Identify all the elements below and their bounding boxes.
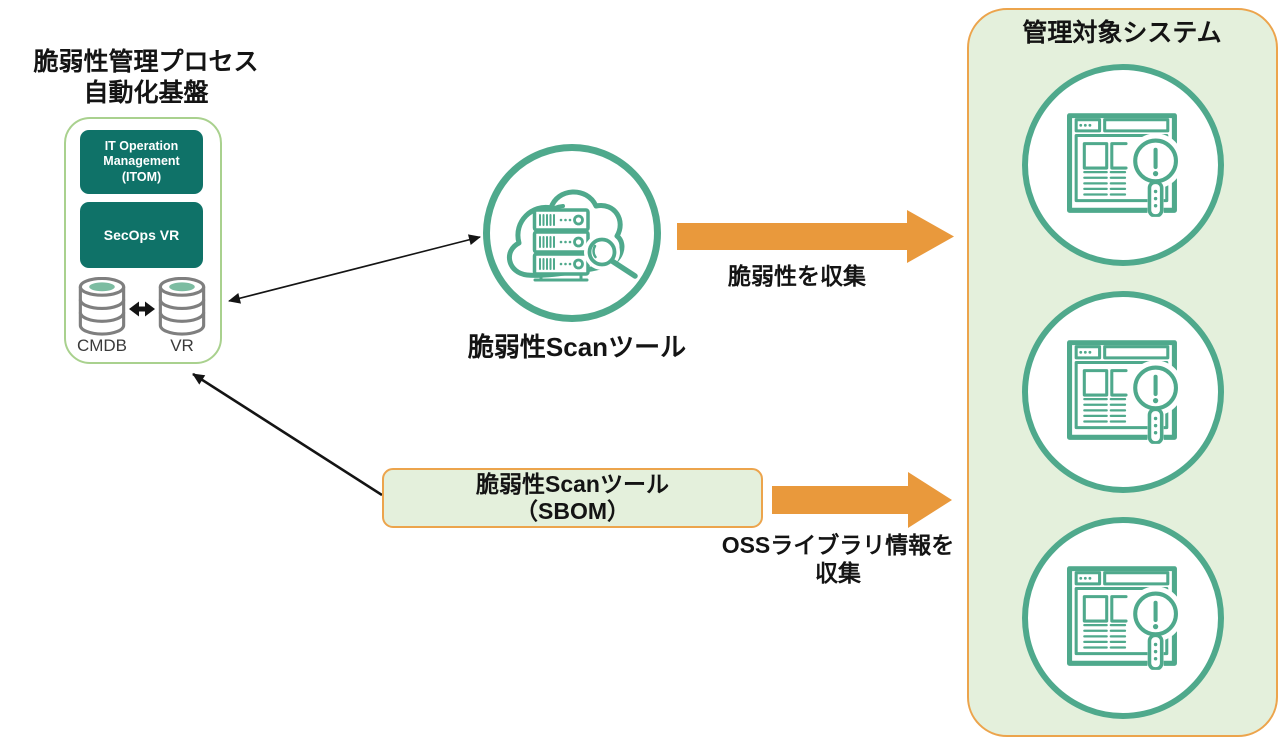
platform-title: 脆弱性管理プロセス 自動化基盤: [16, 47, 276, 109]
vr-database-icon: [157, 277, 207, 338]
collect-vulnerabilities-label: 脆弱性を収集: [728, 263, 866, 289]
cloud-server-scan-icon: [506, 189, 638, 282]
scan-tool-label: 脆弱性Scanツール: [467, 332, 687, 362]
browser-alert-icon: [1067, 340, 1179, 444]
managed-systems-title: 管理対象システム: [1022, 19, 1222, 47]
sbom-scan-tool-box: 脆弱性Scanツール （SBOM）: [382, 468, 763, 528]
platform-scan-link-arrow: [228, 234, 481, 304]
browser-alert-icon: [1067, 566, 1179, 670]
sbom-platform-link-arrow: [192, 372, 383, 497]
cmdb-database-icon: [77, 277, 127, 338]
platform-title-line2: 自動化基盤: [83, 79, 209, 107]
vr-label: VR: [170, 336, 194, 355]
secops-box: SecOps VR: [80, 202, 203, 268]
browser-alert-icon: [1067, 113, 1179, 217]
system-circle-3: [1022, 517, 1224, 719]
system-circle-1: [1022, 64, 1224, 266]
collect-oss-label: OSSライブラリ情報を 収集: [713, 531, 963, 587]
collect-oss-label-line1: OSSライブラリ情報を: [721, 532, 955, 558]
collect-oss-label-line2: 収集: [815, 560, 861, 586]
sbom-box-label-line2: （SBOM）: [515, 498, 630, 524]
sbom-box-label-line1: 脆弱性Scanツール: [476, 471, 669, 497]
system-circle-2: [1022, 291, 1224, 493]
itom-box: IT Operation Management (ITOM): [80, 130, 203, 194]
collect-oss-arrow: [772, 472, 952, 528]
platform-title-line1: 脆弱性管理プロセス: [33, 48, 259, 76]
collect-vulnerabilities-arrow: [677, 210, 954, 263]
cmdb-label: CMDB: [76, 336, 128, 355]
